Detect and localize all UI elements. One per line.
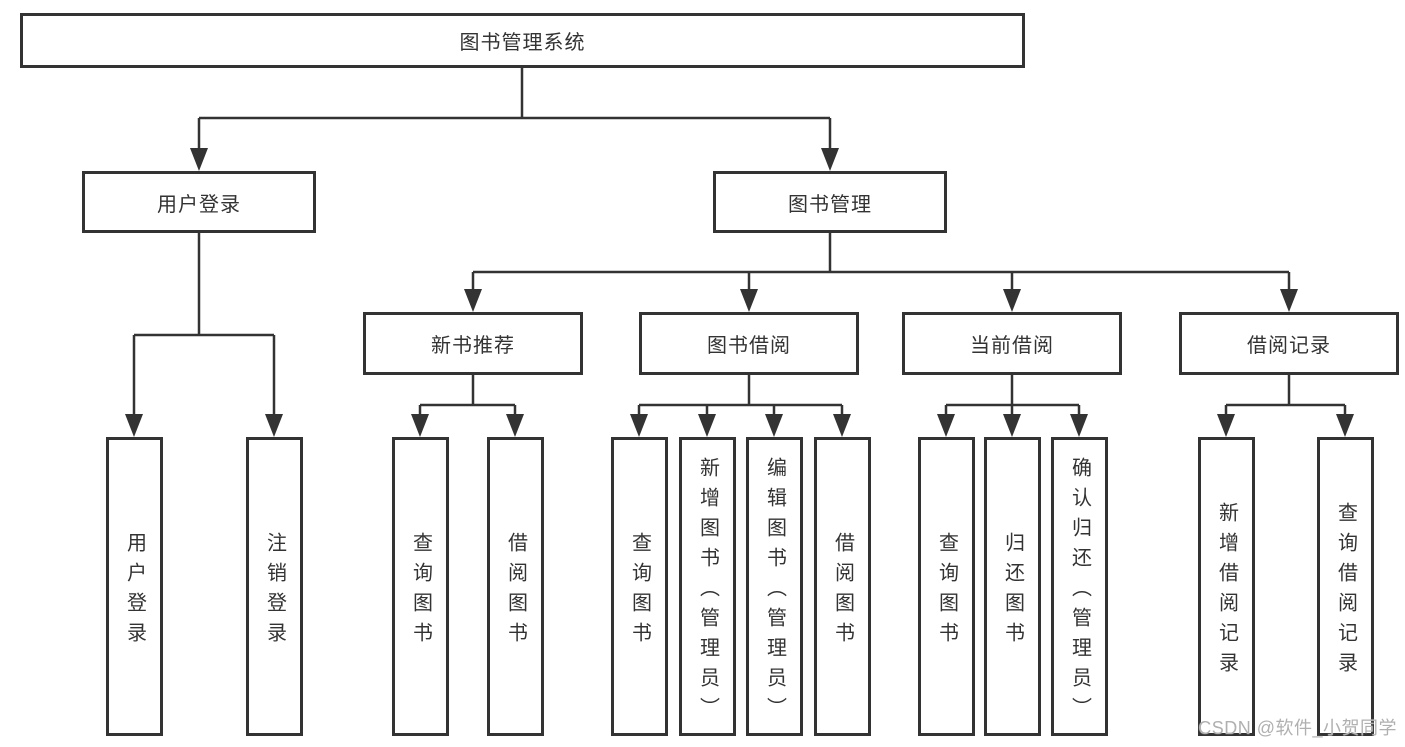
leaf-add-books-admin: 新增图书（管理员） [679, 437, 736, 736]
leaf-user-login-label: 用户登录 [123, 531, 146, 652]
node-book-management: 图书管理 [713, 171, 947, 233]
node-user-login: 用户登录 [82, 171, 316, 233]
leaf-confirm-return-admin-label: 确认归还（管理员） [1068, 456, 1091, 727]
leaf-query-books-2-label: 查询图书 [628, 531, 651, 652]
leaf-return-books: 归还图书 [984, 437, 1041, 736]
node-borrow-record: 借阅记录 [1179, 312, 1399, 375]
leaf-logout: 注销登录 [246, 437, 303, 736]
node-root: 图书管理系统 [20, 13, 1025, 68]
leaf-borrow-books-2: 借阅图书 [814, 437, 871, 736]
leaf-add-books-admin-label: 新增图书（管理员） [696, 456, 719, 727]
node-book-borrow-label: 图书借阅 [707, 335, 791, 357]
leaf-query-borrow-record: 查询借阅记录 [1317, 437, 1374, 736]
node-borrow-record-label: 借阅记录 [1247, 335, 1331, 357]
leaf-user-login: 用户登录 [106, 437, 163, 736]
node-root-label: 图书管理系统 [459, 32, 586, 54]
csdn-watermark: CSDN @软件_小贺同学 [1198, 718, 1397, 738]
leaf-add-borrow-record-label: 新增借阅记录 [1215, 501, 1238, 682]
leaf-add-borrow-record: 新增借阅记录 [1198, 437, 1255, 736]
leaf-borrow-books-2-label: 借阅图书 [831, 531, 854, 652]
leaf-query-books-2: 查询图书 [611, 437, 668, 736]
leaf-query-books-3-label: 查询图书 [935, 531, 958, 652]
node-book-management-label: 图书管理 [788, 193, 872, 216]
leaf-query-books-1: 查询图书 [392, 437, 449, 736]
leaf-edit-books-admin-label: 编辑图书（管理员） [763, 456, 786, 727]
leaf-return-books-label: 归还图书 [1001, 531, 1024, 652]
leaf-query-books-3: 查询图书 [918, 437, 975, 736]
node-current-borrow-label: 当前借阅 [970, 335, 1054, 357]
leaf-query-borrow-record-label: 查询借阅记录 [1334, 501, 1357, 682]
leaf-borrow-books-1-label: 借阅图书 [504, 531, 527, 652]
node-new-book-recommend: 新书推荐 [363, 312, 583, 375]
leaf-confirm-return-admin: 确认归还（管理员） [1051, 437, 1108, 736]
leaf-query-books-1-label: 查询图书 [409, 531, 432, 652]
leaf-edit-books-admin: 编辑图书（管理员） [746, 437, 803, 736]
node-new-book-recommend-label: 新书推荐 [431, 335, 515, 357]
leaf-logout-label: 注销登录 [263, 531, 286, 652]
node-book-borrow: 图书借阅 [639, 312, 859, 375]
leaf-borrow-books-1: 借阅图书 [487, 437, 544, 736]
node-current-borrow: 当前借阅 [902, 312, 1122, 375]
node-user-login-label: 用户登录 [157, 193, 241, 216]
arrowheads [125, 148, 1354, 437]
